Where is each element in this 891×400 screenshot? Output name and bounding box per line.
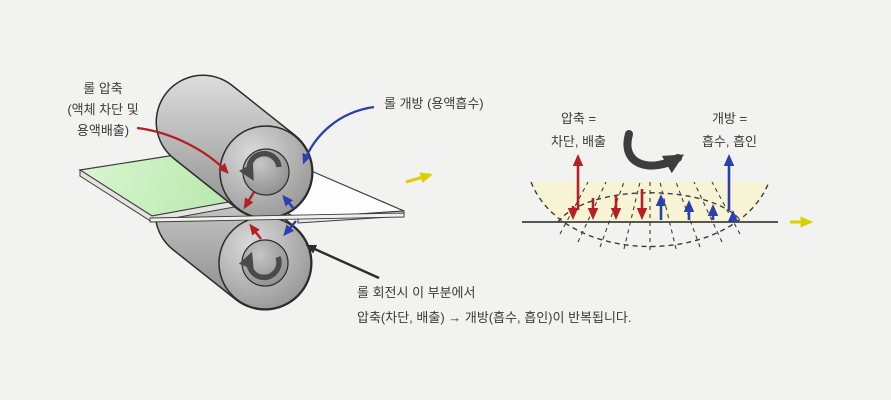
open-equals-line1: 개방 = <box>711 111 748 126</box>
zone-rib <box>711 181 741 235</box>
label-rotation-note: 롤 회전시 이 부분에서 압축(차단, 배출) → 개방(흡수, 흡인)이 반복… <box>357 280 632 330</box>
nip-discharge-arrow-upper-icon <box>243 191 256 210</box>
zone-rib <box>623 181 641 250</box>
label-compress-equals: 압축 = 차단, 배출 <box>528 107 629 153</box>
compress-equals-line2: 차단, 배출 <box>550 134 607 149</box>
leader-arrow-note-icon <box>305 244 380 280</box>
leader-arrow-open-icon <box>302 105 375 165</box>
label-roll-compress-line2: (액체 차단 및 <box>67 102 139 117</box>
upper-roller-rotation-arrow-icon <box>238 150 282 181</box>
compress-equals-line1: 압축 = <box>560 111 597 126</box>
label-roll-compress: 롤 압축 (액체 차단 및 용액배출) <box>48 78 158 141</box>
compression-arrows <box>567 154 648 220</box>
label-roll-compress-line3: 용액배출) <box>76 123 130 138</box>
label-roll-compress-line1: 롤 압축 <box>83 81 123 96</box>
nip-zone-diagram <box>522 130 778 250</box>
open-equals-line2: 흡수, 흡인 <box>701 134 758 149</box>
nip-flow-arrows <box>243 191 297 240</box>
rotation-note-line2: 압축(차단, 배출) → 개방(흡수, 흡인)이 반복됩니다. <box>357 310 632 325</box>
zone-rib <box>559 181 589 235</box>
nip-discharge-arrow-lower-icon <box>249 223 262 240</box>
cycle-rotation-arrow-icon <box>623 130 685 174</box>
lower-roller-rotation-arrow-icon <box>238 251 282 281</box>
lower-roller <box>154 165 313 311</box>
travel-arrow-mid-icon <box>405 172 434 184</box>
sheet-edge-line <box>149 212 405 223</box>
zone-rib <box>659 181 677 250</box>
label-open-equals: 개방 = 흡수, 흡인 <box>679 107 780 153</box>
nip-absorb-arrow-upper-icon <box>282 194 295 210</box>
label-roll-open: 롤 개방 (용액흡수) <box>384 96 484 111</box>
rotation-note-line1: 롤 회전시 이 부분에서 <box>357 285 476 300</box>
nip-absorb-arrow-lower-icon <box>283 220 297 237</box>
opening-arrows <box>655 154 739 222</box>
leader-arrow-compress-icon <box>136 126 229 174</box>
